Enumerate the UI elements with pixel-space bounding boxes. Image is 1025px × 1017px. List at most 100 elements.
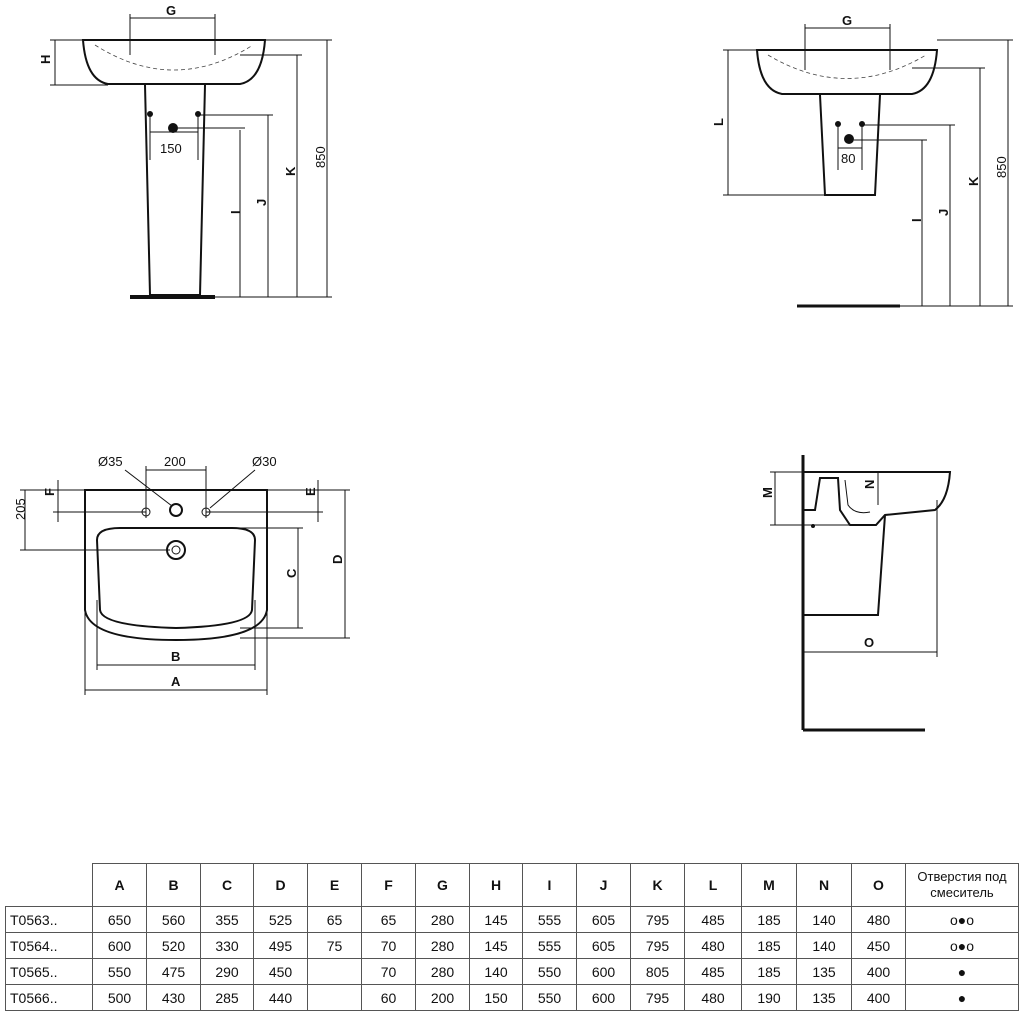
dimension-cell <box>307 958 362 985</box>
dimension-cell: 485 <box>684 958 742 985</box>
dimension-cell: 60 <box>361 984 416 1011</box>
dim-j-label: J <box>936 209 951 216</box>
dim-k-label: K <box>283 166 298 176</box>
dimension-cell: 70 <box>361 958 416 985</box>
dimension-cell: 600 <box>576 958 631 985</box>
mixer-holes-cell: ● <box>905 958 1019 985</box>
header-c: C <box>200 863 254 907</box>
header-b: B <box>146 863 201 907</box>
dimension-cell: 795 <box>630 984 685 1011</box>
dim-j-label: J <box>254 199 269 206</box>
pedestal-basin-front-view: G H 150 I J K 850 <box>38 3 332 299</box>
dimension-cell: 400 <box>851 958 906 985</box>
dimension-cell: 600 <box>576 984 631 1011</box>
dimension-cell: 75 <box>307 932 362 959</box>
dimension-cell: 185 <box>741 906 797 933</box>
dimension-cell: 560 <box>146 906 201 933</box>
dim-i-label: I <box>909 218 924 222</box>
model-cell: T0563.. <box>5 906 93 933</box>
model-cell: T0564.. <box>5 932 93 959</box>
dimension-cell: 485 <box>684 906 742 933</box>
basin-top-view: 200 Ø35 Ø30 205 F E C D B A <box>13 454 350 695</box>
dimension-cell: 280 <box>415 906 470 933</box>
dimension-cell: 145 <box>469 932 523 959</box>
header-a: A <box>92 863 147 907</box>
dimension-cell: 495 <box>253 932 308 959</box>
dim-h-label: H <box>38 55 53 64</box>
dimension-cell: 475 <box>146 958 201 985</box>
dimension-cell: 280 <box>415 958 470 985</box>
header-l: L <box>684 863 742 907</box>
dim-k-label: K <box>966 176 981 186</box>
dimension-cell: 525 <box>253 906 308 933</box>
dimension-cell: 65 <box>361 906 416 933</box>
mixer-holes-cell: o●o <box>905 932 1019 959</box>
dimension-cell: 140 <box>469 958 523 985</box>
dimension-cell: 185 <box>741 932 797 959</box>
dimension-cell: 400 <box>851 984 906 1011</box>
dimension-cell: 330 <box>200 932 254 959</box>
header-d: D <box>253 863 308 907</box>
header-n: N <box>796 863 852 907</box>
dimension-cell: 430 <box>146 984 201 1011</box>
dimension-cell: 605 <box>576 932 631 959</box>
dimension-cell: 795 <box>630 906 685 933</box>
header-h: H <box>469 863 523 907</box>
dimension-cell <box>307 984 362 1011</box>
header-k: K <box>630 863 685 907</box>
dimension-cell: 550 <box>522 984 577 1011</box>
dimension-cell: 65 <box>307 906 362 933</box>
dimension-cell: 355 <box>200 906 254 933</box>
dim-m-label: M <box>760 487 775 498</box>
dim-f-label: F <box>42 488 57 496</box>
dimension-cell: 200 <box>415 984 470 1011</box>
dim-g-label: G <box>166 3 176 18</box>
header-j: J <box>576 863 631 907</box>
dimension-cell: 140 <box>796 932 852 959</box>
mixer-holes-cell: ● <box>905 984 1019 1011</box>
dim-80-label: 80 <box>841 151 855 166</box>
dimension-cell: 480 <box>684 932 742 959</box>
dim-d30-label: Ø30 <box>252 454 277 469</box>
dim-l-label: L <box>711 118 726 126</box>
dimension-cell: 440 <box>253 984 308 1011</box>
dimension-cell: 185 <box>741 958 797 985</box>
header-empty <box>5 863 93 907</box>
technical-drawings: G H 150 I J K 850 G L 80 I J K 850 <box>13 3 1013 732</box>
dimension-cell: 650 <box>92 906 147 933</box>
dimension-cell: 140 <box>796 906 852 933</box>
dimension-cell: 145 <box>469 906 523 933</box>
header-o: O <box>851 863 906 907</box>
dim-n-label: N <box>862 480 877 489</box>
basin-side-view: M N O <box>760 455 952 732</box>
dimension-cell: 450 <box>851 932 906 959</box>
dim-e-label: E <box>303 487 318 496</box>
dim-b-label: B <box>171 649 180 664</box>
dimension-cell: 795 <box>630 932 685 959</box>
dim-200-label: 200 <box>164 454 186 469</box>
dimension-cell: 480 <box>684 984 742 1011</box>
dim-850-label: 850 <box>313 146 328 168</box>
header-f: F <box>361 863 416 907</box>
mixer-holes-cell: o●o <box>905 906 1019 933</box>
dimension-cell: 480 <box>851 906 906 933</box>
dimension-cell: 280 <box>415 932 470 959</box>
dim-i-label: I <box>228 210 243 214</box>
header-m: M <box>741 863 797 907</box>
dimension-cell: 150 <box>469 984 523 1011</box>
dimension-cell: 555 <box>522 932 577 959</box>
dimension-cell: 805 <box>630 958 685 985</box>
dim-d35-label: Ø35 <box>98 454 123 469</box>
dimension-cell: 70 <box>361 932 416 959</box>
header-g: G <box>415 863 470 907</box>
dimension-cell: 290 <box>200 958 254 985</box>
header-e: E <box>307 863 362 907</box>
dim-850-label: 850 <box>994 156 1009 178</box>
dimension-cell: 135 <box>796 958 852 985</box>
dim-150-label: 150 <box>160 141 182 156</box>
dimension-cell: 450 <box>253 958 308 985</box>
